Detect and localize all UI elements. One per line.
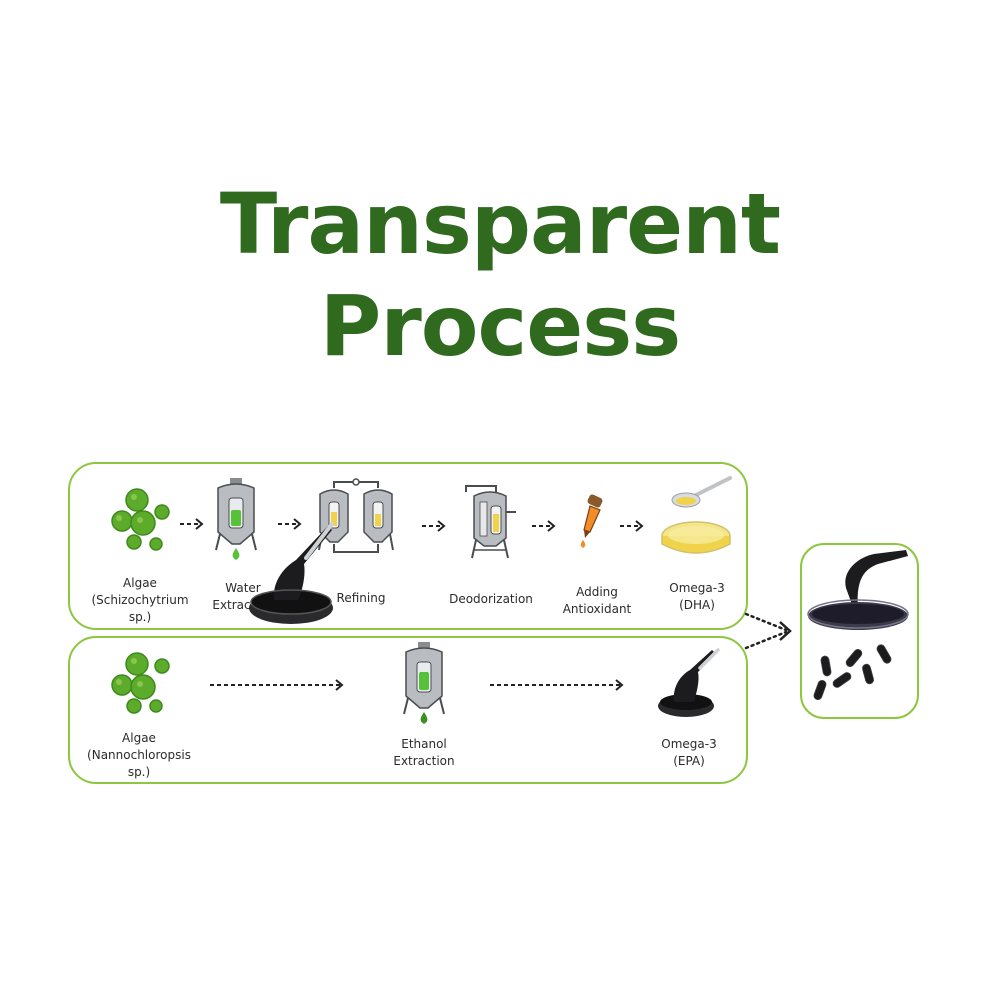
dashed-arrow-icon (620, 520, 644, 532)
dropper-icon (580, 494, 603, 548)
dha-step-refining-label: Refining (336, 591, 386, 605)
black-oil-bowl-icon (658, 648, 720, 717)
algae-cluster-icon (111, 488, 170, 551)
deodorizer-tank-icon (465, 485, 516, 559)
oil-dish-icon (661, 476, 732, 554)
epa-step-ethanol-extraction-label: Ethanol Extraction (393, 737, 455, 768)
tank-green-icon (215, 478, 257, 560)
dashed-arrow-icon (180, 518, 204, 530)
dashed-arrow-icon (532, 520, 556, 532)
dha-step-algae-label: Algae (Schizochytrium sp.) (91, 576, 189, 624)
twin-tank-icon (318, 478, 394, 553)
dha-step-antioxidant-label: Adding Antioxidant (562, 585, 632, 616)
black-oil-capsules-icon (807, 550, 909, 701)
dotted-arrow-icon (744, 612, 792, 650)
dashed-arrow-icon (422, 520, 446, 532)
dha-step-omega3-label: Omega-3 (DHA) (669, 581, 725, 612)
dha-process-panel (68, 462, 748, 630)
page-title-line-1: Transparent (219, 175, 781, 273)
epa-step-omega3-label: Omega-3 (EPA) (661, 737, 717, 768)
dha-step-deodorization-label: Deodorization (449, 592, 533, 606)
long-dashed-arrow-icon (210, 679, 344, 691)
page-title-line-2: Process (319, 277, 681, 375)
long-dashed-arrow-icon (490, 679, 624, 691)
dashed-arrow-icon (278, 518, 302, 530)
tank-green-icon (403, 642, 445, 724)
black-oil-bowl-icon (249, 522, 334, 624)
algae-cluster-icon (111, 652, 170, 714)
epa-step-algae-label: Algae (Nannochloropsis sp.) (87, 731, 191, 779)
